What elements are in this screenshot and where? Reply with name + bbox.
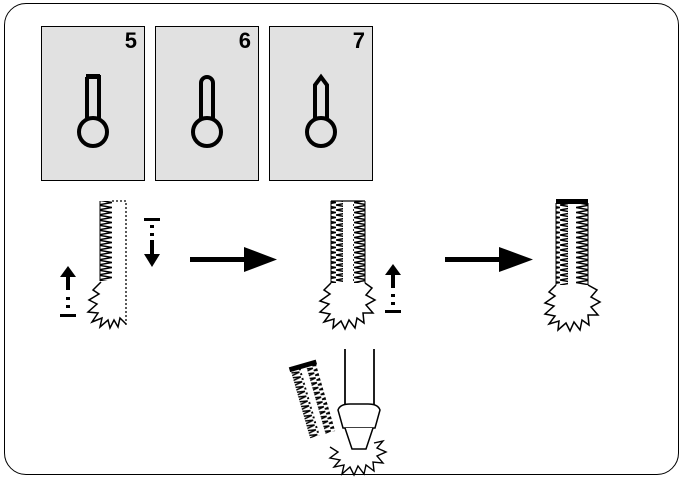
arrow-right-icon xyxy=(445,247,533,272)
arrow-right-icon xyxy=(190,247,277,272)
step-3-completed-buttonhole xyxy=(543,199,602,333)
step-1-left-bar xyxy=(60,200,160,331)
up-arrow-icon xyxy=(60,266,76,317)
down-arrow-icon xyxy=(144,218,160,267)
pointed-keyhole-icon xyxy=(305,73,337,148)
pattern-7-card[interactable]: 7 xyxy=(269,26,373,181)
pattern-number: 6 xyxy=(238,28,251,53)
square-keyhole-icon xyxy=(77,74,109,148)
pattern-6-card[interactable]: 6 xyxy=(155,26,259,181)
needle-foot-illustration xyxy=(288,349,388,477)
round-keyhole-icon xyxy=(191,75,223,148)
pattern-number: 5 xyxy=(124,28,137,53)
pattern-number: 7 xyxy=(352,28,365,53)
step-2-both-bars xyxy=(318,200,401,331)
up-arrow-icon xyxy=(385,264,401,313)
pattern-5-card[interactable]: 5 xyxy=(41,26,145,181)
